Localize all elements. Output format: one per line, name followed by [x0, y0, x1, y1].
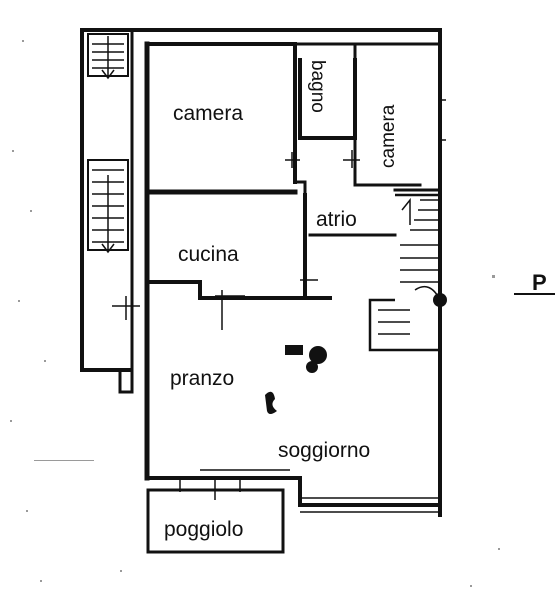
left-stair	[87, 33, 140, 320]
room-label-camera-side: camera	[378, 104, 399, 168]
door-marks	[215, 150, 360, 330]
room-label-atrio: atrio	[316, 208, 357, 231]
room-label-cucina: cucina	[178, 243, 239, 266]
furniture-marks	[265, 293, 447, 414]
outer-walls	[80, 28, 442, 517]
poggiolo-balcony	[146, 478, 285, 554]
room-label-pranzo: pranzo	[170, 367, 234, 390]
windows	[200, 99, 446, 513]
floor-marker: P	[532, 270, 547, 295]
interior-walls	[144, 42, 442, 300]
room-label-camera: camera	[173, 102, 243, 125]
room-label-soggiorno: soggiorno	[278, 439, 370, 462]
scan-noise	[10, 40, 500, 587]
room-label-poggiolo: poggiolo	[164, 518, 243, 541]
room-label-bagno: bagno	[307, 60, 328, 113]
right-staircase	[368, 193, 442, 352]
